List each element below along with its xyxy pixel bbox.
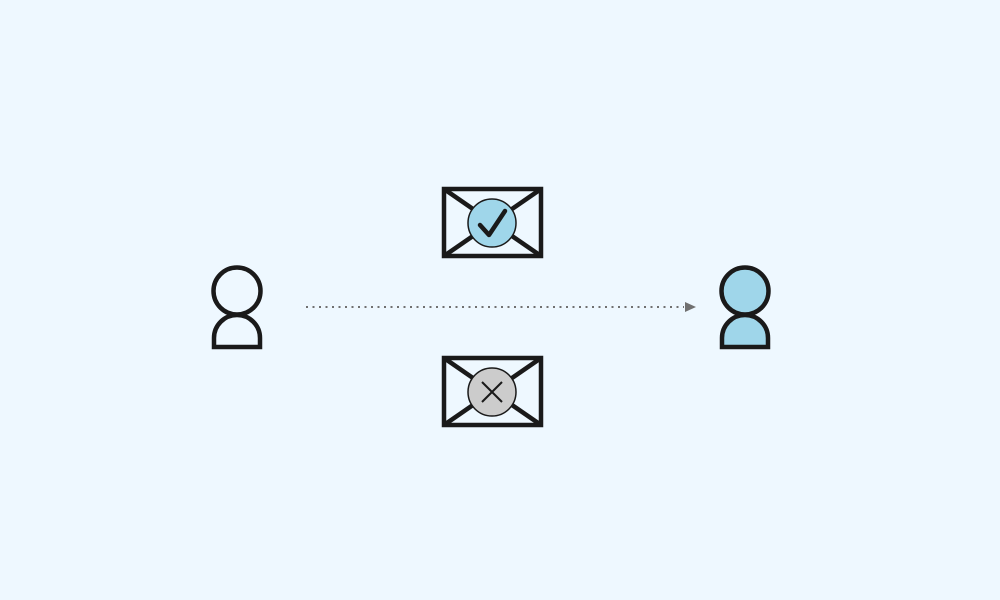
- recipient-person-icon: [719, 265, 771, 350]
- envelope-check-icon: [441, 186, 544, 259]
- dotted-arrow: [306, 302, 696, 312]
- sender-person-icon: [211, 265, 263, 350]
- envelope-x-icon: [441, 355, 544, 428]
- check-icon: [477, 208, 508, 238]
- x-icon: [481, 381, 503, 403]
